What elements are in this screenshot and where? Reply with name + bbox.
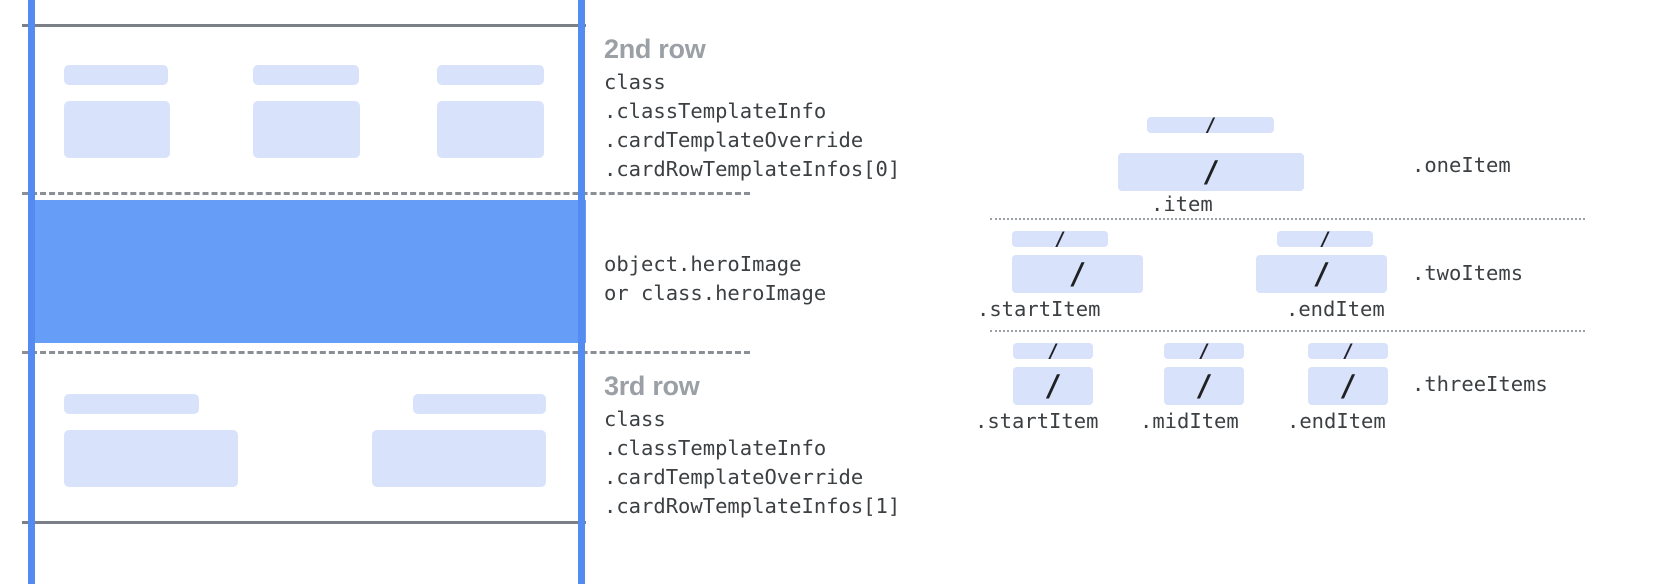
group-label-three-items: .threeItems — [1412, 372, 1548, 396]
slash-icon: / — [1339, 368, 1357, 403]
three-items-mid-value-chip: / — [1164, 367, 1244, 405]
slash-icon: / — [1204, 113, 1217, 136]
row2-item3-value-placeholder — [437, 101, 544, 158]
caption-three-items-start: .startItem — [975, 409, 1099, 433]
card-bottom-border — [22, 521, 586, 524]
second-row-code-line-4: .cardRowTemplateInfos[0] — [604, 157, 901, 181]
card-right-guide — [578, 0, 585, 584]
slash-icon: / — [1198, 339, 1210, 362]
annotation-second-row: 2nd row class .classTemplateInfo .cardTe… — [604, 32, 900, 184]
slash-icon: / — [1319, 227, 1331, 250]
row3-item2-label-placeholder — [413, 394, 546, 414]
card-left-guide — [28, 0, 35, 584]
hero-code-line-1: object.heroImage — [604, 252, 802, 276]
second-row-heading: 2nd row — [604, 34, 706, 64]
third-row-code-line-1: class — [604, 407, 666, 431]
row2-item3-label-placeholder — [437, 65, 544, 85]
row3-item1-label-placeholder — [64, 394, 199, 414]
caption-one-item: .item — [1151, 192, 1213, 216]
second-row-code-line-1: class — [604, 70, 666, 94]
row3-item1-value-placeholder — [64, 430, 238, 487]
group-label-one-item: .oneItem — [1412, 153, 1511, 177]
row2-item1-label-placeholder — [64, 65, 168, 85]
slash-icon: / — [1044, 368, 1062, 403]
second-row-code-line-3: .cardTemplateOverride — [604, 128, 864, 152]
third-row-heading: 3rd row — [604, 371, 700, 401]
third-row-code-line-3: .cardTemplateOverride — [604, 465, 864, 489]
item-layout-diagram: / / .item .oneItem / / .startItem / / .e… — [960, 0, 1676, 584]
three-items-start-value-chip: / — [1013, 367, 1093, 405]
caption-two-items-start: .startItem — [977, 297, 1101, 321]
caption-three-items-mid: .midItem — [1140, 409, 1239, 433]
row-divider-bottom — [22, 351, 750, 354]
one-item-value-chip: / — [1118, 153, 1304, 191]
hero-image-band — [33, 200, 586, 343]
row3-item2-value-placeholder — [372, 430, 546, 487]
three-items-start-label-chip: / — [1013, 339, 1093, 362]
three-items-mid-label-chip: / — [1164, 339, 1244, 362]
two-items-end-label-chip: / — [1277, 227, 1373, 250]
annotation-third-row: 3rd row class .classTemplateInfo .cardTe… — [604, 369, 900, 521]
third-row-code-line-4: .cardRowTemplateInfos[1] — [604, 494, 901, 518]
slash-icon: / — [1312, 256, 1331, 291]
two-items-start-value-chip: / — [1012, 255, 1143, 293]
slash-icon: / — [1342, 339, 1354, 362]
slash-icon: / — [1047, 339, 1059, 362]
group-label-two-items: .twoItems — [1412, 261, 1524, 285]
row2-item2-value-placeholder — [253, 101, 360, 158]
card-template-preview — [0, 0, 750, 584]
row2-item2-label-placeholder — [253, 65, 359, 85]
two-items-end-value-chip: / — [1256, 255, 1387, 293]
hero-code-line-2: or class.heroImage — [604, 281, 827, 305]
second-row-code-line-2: .classTemplateInfo — [604, 99, 827, 123]
slash-icon: / — [1054, 227, 1066, 250]
three-items-end-label-chip: / — [1308, 339, 1388, 362]
slash-icon: / — [1195, 368, 1213, 403]
three-items-end-value-chip: / — [1308, 367, 1388, 405]
one-item-label-chip: / — [1147, 113, 1274, 136]
card-top-border — [22, 24, 586, 27]
two-items-start-label-chip: / — [1012, 227, 1108, 250]
annotation-hero-image: object.heroImage or class.heroImage — [604, 250, 826, 308]
row2-item1-value-placeholder — [64, 101, 170, 158]
slash-icon: / — [1202, 154, 1220, 189]
slash-icon: / — [1068, 256, 1087, 291]
group-separator-1 — [990, 218, 1585, 220]
row-divider-top — [22, 192, 750, 195]
caption-two-items-end: .endItem — [1286, 297, 1385, 321]
group-separator-2 — [990, 330, 1585, 332]
caption-three-items-end: .endItem — [1287, 409, 1386, 433]
third-row-code-line-2: .classTemplateInfo — [604, 436, 827, 460]
